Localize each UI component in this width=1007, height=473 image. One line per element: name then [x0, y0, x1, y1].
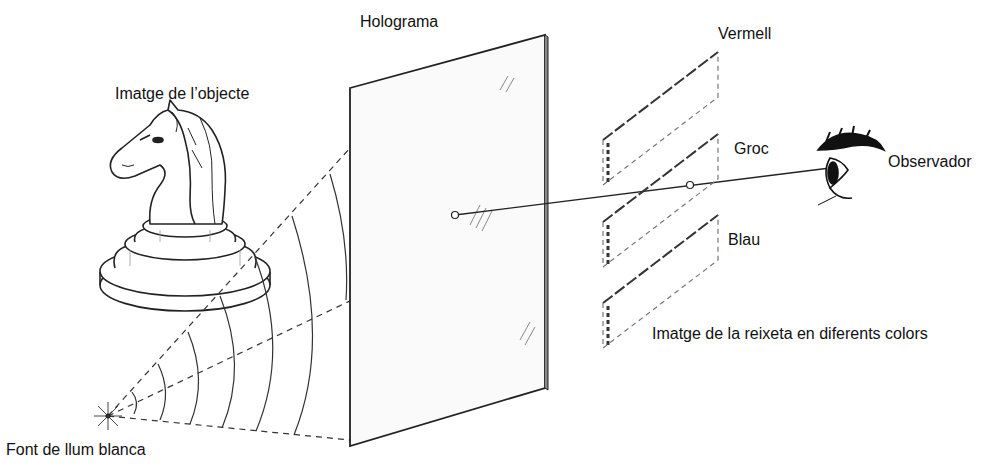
part-label: Observador [888, 150, 972, 173]
part-label: Holograma [360, 10, 438, 33]
color-label: Blau [728, 228, 760, 251]
note-label: Imatge de la reixeta en diferents colors [652, 322, 1000, 345]
color-label: Groc [734, 137, 769, 160]
color-label: Vermell [718, 22, 771, 45]
part-label: Imatge de l’objecte [115, 82, 249, 105]
part-label: Font de llum blanca [6, 438, 146, 461]
